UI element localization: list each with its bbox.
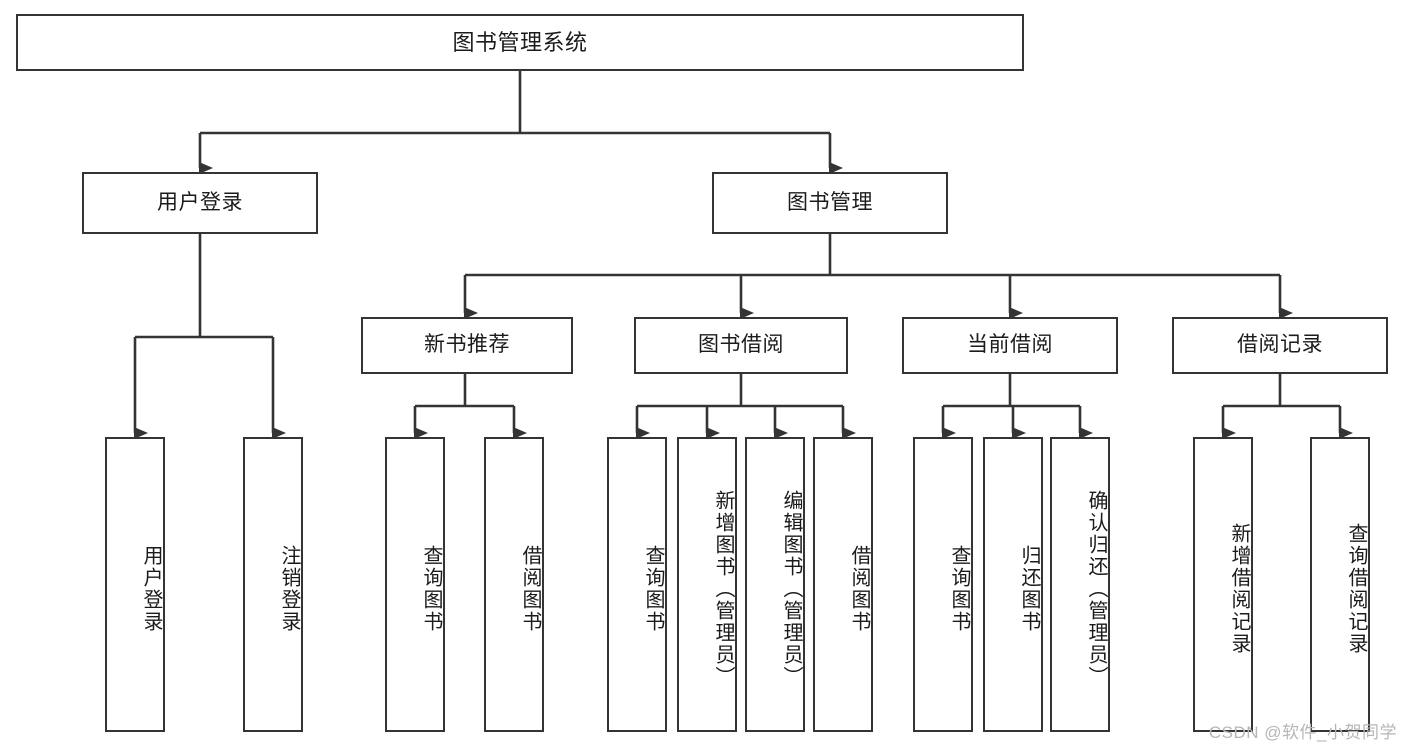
node-user-login[interactable]: 用户登录 [82,172,318,234]
leaf-user-login-2-label: 注销登录 [278,544,300,633]
node-borrow-record-label: 借阅记录 [1237,333,1323,357]
leaf-new-book-1[interactable]: 查询图书 [385,437,445,732]
leaf-book-borrow-2[interactable]: 新增图书（管理员） [677,437,737,732]
node-book-borrow-label: 图书借阅 [698,333,784,357]
node-root[interactable]: 图书管理系统 [16,14,1024,71]
node-book-manage-label: 图书管理 [787,190,873,214]
leaf-borrow-record-2[interactable]: 查询借阅记录 [1310,437,1370,732]
leaf-user-login-1-label: 用户登录 [140,544,162,633]
node-borrow-record[interactable]: 借阅记录 [1172,317,1388,374]
node-user-login-label: 用户登录 [157,190,243,214]
leaf-current-borrow-1-label: 查询图书 [948,544,970,633]
leaf-new-book-2-label: 借阅图书 [519,544,541,633]
leaf-current-borrow-2[interactable]: 归还图书 [983,437,1043,732]
leaf-borrow-record-2-label: 查询借阅记录 [1345,522,1367,655]
leaf-user-login-2[interactable]: 注销登录 [243,437,303,732]
node-book-manage[interactable]: 图书管理 [712,172,948,234]
node-new-book-rec[interactable]: 新书推荐 [361,317,573,374]
node-new-book-rec-label: 新书推荐 [424,333,510,357]
leaf-book-borrow-3-label: 编辑图书（管理员） [780,489,802,688]
leaf-book-borrow-1-label: 查询图书 [642,544,664,633]
leaf-book-borrow-4-label: 借阅图书 [848,544,870,633]
node-root-label: 图书管理系统 [452,29,588,55]
leaf-borrow-record-1[interactable]: 新增借阅记录 [1193,437,1253,732]
leaf-current-borrow-1[interactable]: 查询图书 [913,437,973,732]
leaf-current-borrow-3-label: 确认归还（管理员） [1085,489,1107,688]
node-current-borrow-label: 当前借阅 [967,333,1053,357]
leaf-book-borrow-4[interactable]: 借阅图书 [813,437,873,732]
leaf-book-borrow-1[interactable]: 查询图书 [607,437,667,732]
leaf-borrow-record-1-label: 新增借阅记录 [1228,522,1250,655]
watermark: CSDN @软件_小贺同学 [1208,723,1397,742]
leaf-book-borrow-3[interactable]: 编辑图书（管理员） [745,437,805,732]
leaf-new-book-2[interactable]: 借阅图书 [484,437,544,732]
leaf-current-borrow-3[interactable]: 确认归还（管理员） [1050,437,1110,732]
node-current-borrow[interactable]: 当前借阅 [902,317,1118,374]
leaf-current-borrow-2-label: 归还图书 [1018,544,1040,633]
leaf-new-book-1-label: 查询图书 [420,544,442,633]
leaf-user-login-1[interactable]: 用户登录 [105,437,165,732]
node-book-borrow[interactable]: 图书借阅 [634,317,848,374]
leaf-book-borrow-2-label: 新增图书（管理员） [712,489,734,688]
